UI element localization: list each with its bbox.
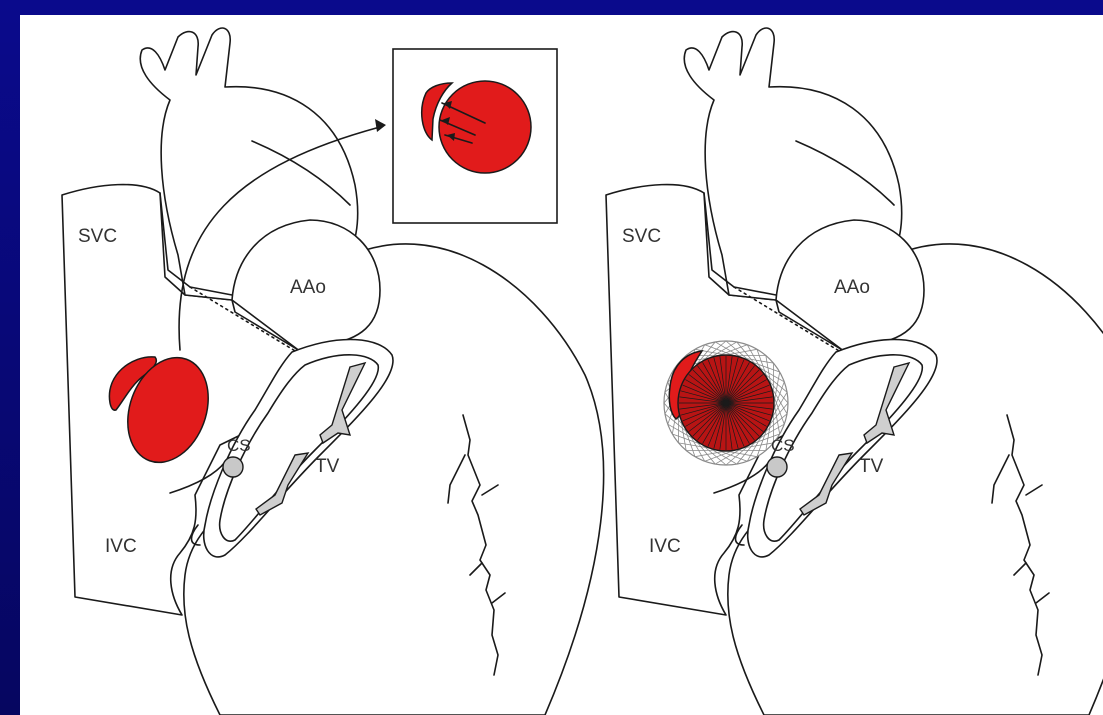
label-aao: AAo bbox=[290, 277, 326, 298]
label-svc: SVC bbox=[78, 226, 117, 247]
heart-diagram-figure: SVC AAo CS TV IVC SVC AAo CS TV IVC bbox=[20, 15, 1103, 715]
occluder-device bbox=[664, 341, 788, 465]
label-cs: CS bbox=[227, 436, 251, 455]
right-heart: SVC AAo CS TV IVC bbox=[606, 28, 1103, 715]
arrow-head-icon bbox=[375, 119, 386, 132]
label-aao: AAo bbox=[834, 277, 870, 298]
label-tv: TV bbox=[315, 456, 340, 477]
figure-panel: SVC AAo CS TV IVC SVC AAo CS TV IVC bbox=[20, 15, 1103, 715]
label-ivc: IVC bbox=[105, 536, 137, 557]
left-heart: SVC AAo CS TV IVC bbox=[62, 28, 604, 715]
inset-box bbox=[393, 49, 557, 223]
label-cs: CS bbox=[771, 436, 795, 455]
label-tv: TV bbox=[859, 456, 884, 477]
label-svc: SVC bbox=[622, 226, 661, 247]
label-ivc: IVC bbox=[649, 536, 681, 557]
